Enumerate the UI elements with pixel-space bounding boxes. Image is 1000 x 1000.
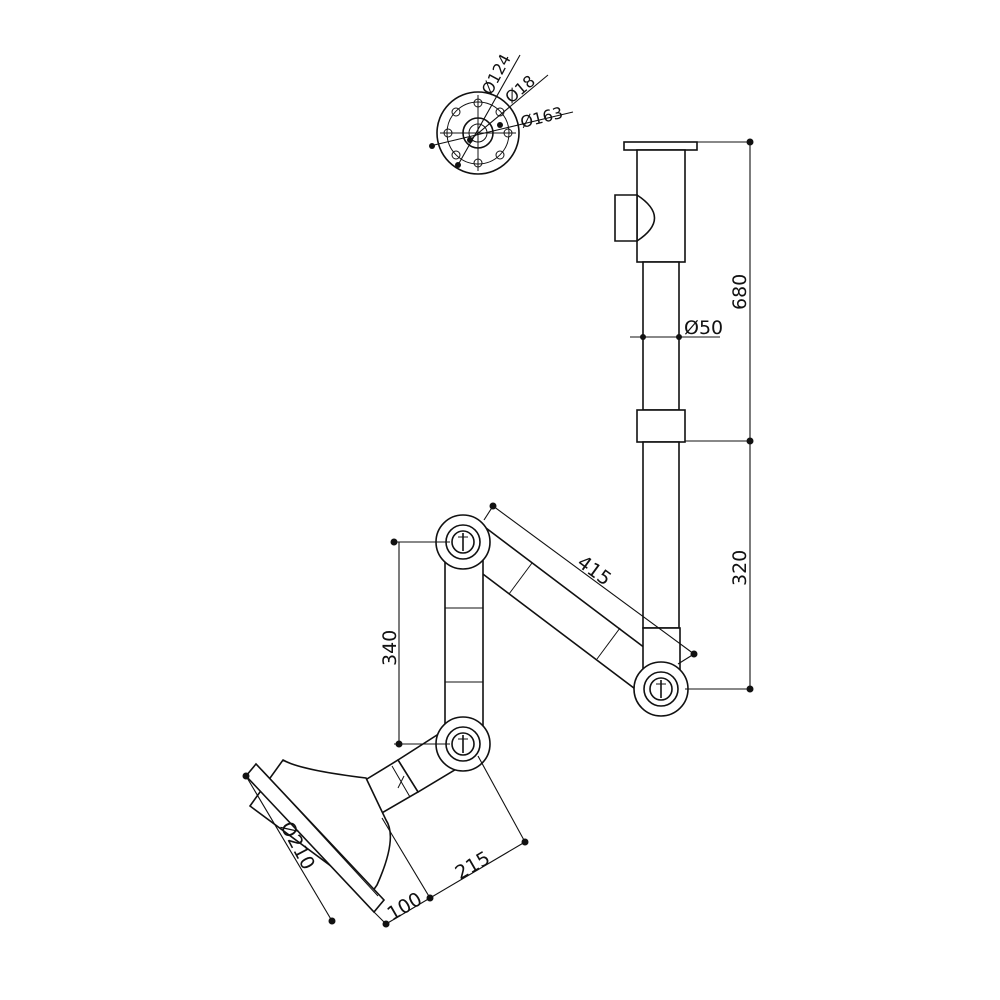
ceiling-mount [614, 141, 698, 263]
tube-collar [636, 409, 686, 443]
lower-tube [642, 441, 680, 629]
flange-top-view: Ø124 Ø18 Ø163 [429, 51, 574, 175]
dim-340: 340 [379, 538, 450, 748]
label-680: 680 [729, 274, 751, 310]
flange-outer-circle [436, 91, 520, 175]
joint-right [633, 661, 689, 717]
hood-rim [244, 762, 386, 914]
label-d163: Ø163 [518, 103, 564, 132]
side-port [614, 194, 638, 242]
leader-d163 [429, 111, 574, 147]
label-320: 320 [729, 550, 751, 586]
upper-tube [642, 261, 680, 411]
label-415: 415 [573, 551, 615, 590]
vertical-tube [636, 261, 686, 629]
middle-arm [444, 559, 484, 731]
extraction-hood [244, 758, 392, 914]
leader-d18 [469, 74, 549, 141]
dim-680: 680 [685, 138, 754, 445]
label-215: 215 [452, 847, 494, 884]
mounting-plate [623, 141, 698, 151]
side-port-curve [636, 194, 656, 242]
dim-215: 215 [429, 755, 529, 899]
label-340: 340 [379, 630, 401, 666]
arm-vertical-body [444, 559, 484, 731]
upper-housing [636, 149, 686, 263]
label-100: 100 [384, 888, 426, 925]
dim-320: 320 [685, 441, 754, 693]
label-d50: Ø50 [684, 317, 723, 339]
label-d18: Ø18 [501, 71, 538, 107]
leader-d124 [457, 54, 521, 166]
dim-d50: Ø50 [630, 317, 723, 340]
